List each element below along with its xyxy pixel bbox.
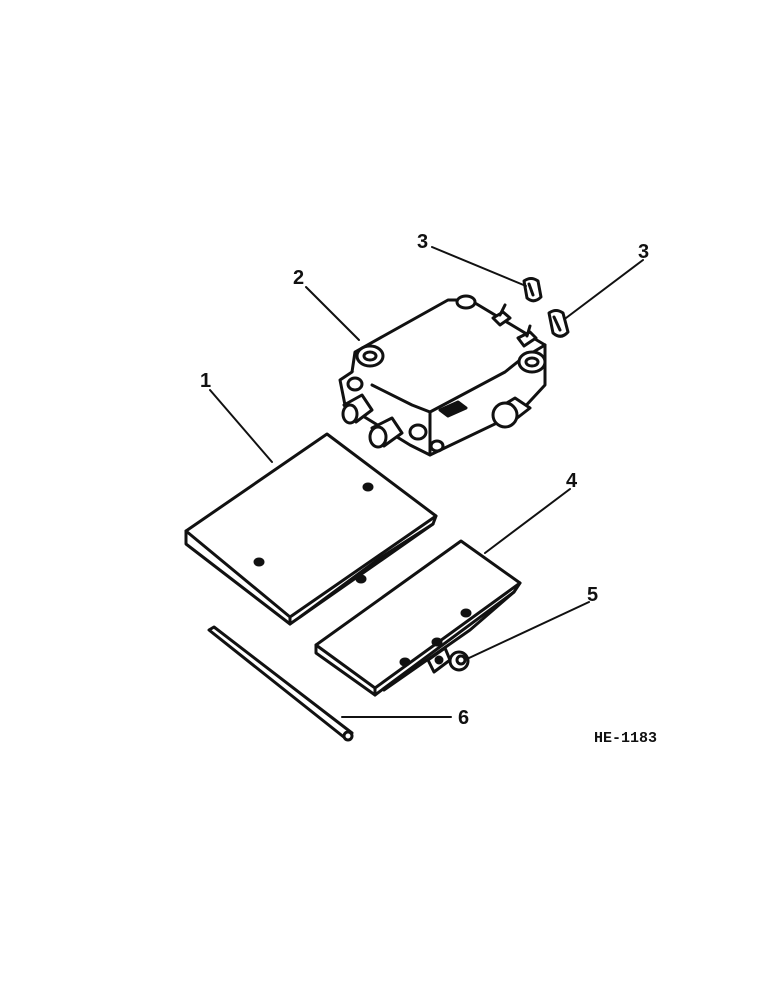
callout-4: 4 (566, 470, 578, 492)
callout-2: 2 (293, 267, 304, 289)
drawing-reference-code: HE-1183 (594, 730, 657, 747)
valve-body (338, 294, 547, 457)
pedal-plate-large (184, 432, 438, 626)
pivot-rod (207, 625, 354, 742)
callout-3a: 3 (417, 231, 428, 253)
leader-3b (565, 259, 644, 319)
leader-lines (209, 246, 644, 718)
callout-1: 1 (200, 370, 211, 392)
leader-4 (484, 488, 571, 554)
bushing (448, 650, 470, 672)
clip-lower (547, 309, 570, 338)
leader-5 (468, 601, 590, 659)
pedal-plate-small (314, 539, 522, 697)
leader-2 (305, 286, 360, 341)
callout-5: 5 (587, 584, 598, 606)
callout-3b: 3 (638, 241, 649, 263)
plug-left (341, 393, 374, 425)
plug-right (491, 396, 532, 429)
clip-upper (522, 277, 543, 303)
leader-3a (431, 246, 527, 287)
callout-6: 6 (458, 707, 469, 729)
leader-1 (209, 389, 273, 463)
plug-center (368, 416, 404, 449)
